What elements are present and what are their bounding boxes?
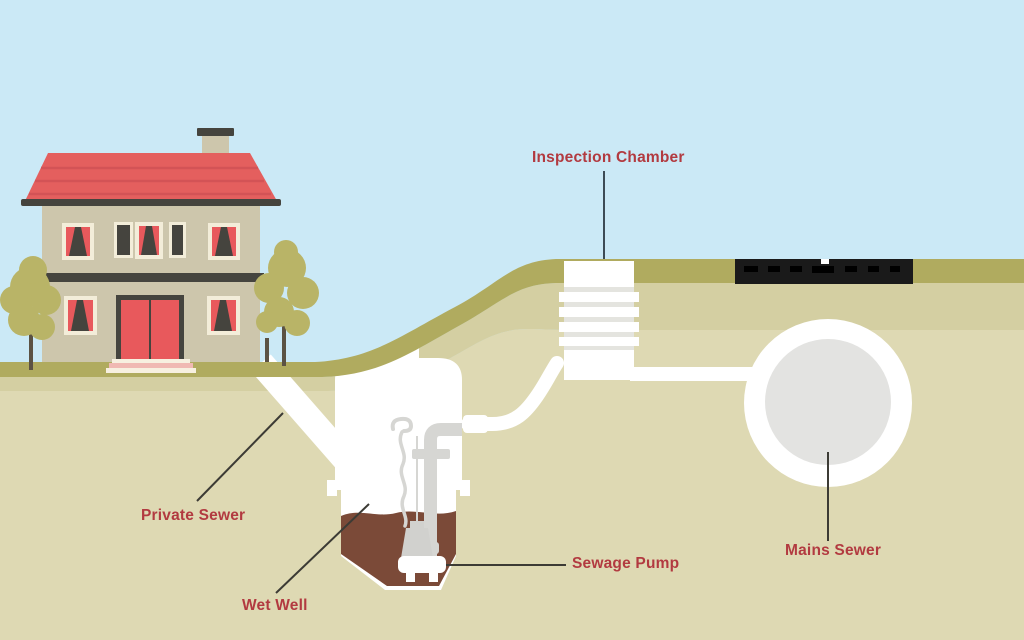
leader-private-sewer <box>196 412 284 502</box>
window <box>135 222 163 259</box>
tree-trunk <box>29 332 33 370</box>
ground-subsurface-band <box>0 283 1024 391</box>
wet-well-tank <box>327 345 470 590</box>
pump-motor-top <box>410 521 424 529</box>
rising-main-pipe <box>461 356 564 431</box>
tree-foliage <box>254 240 319 336</box>
label-sewage-pump: Sewage Pump <box>572 555 680 572</box>
floor-band <box>38 273 264 282</box>
chimney-cap <box>197 128 234 136</box>
window-narrow <box>114 222 133 258</box>
chamber-ribs <box>559 287 639 350</box>
curtain <box>71 300 89 331</box>
tree-trunk <box>265 338 269 362</box>
inspection-chamber-structure <box>559 261 639 380</box>
sewage-pump-assembly <box>390 415 488 582</box>
pump-foot-right <box>429 573 438 582</box>
label-mains-sewer: Mains Sewer <box>785 542 882 559</box>
mains-sewer-pipe <box>744 319 912 487</box>
pipe-flange <box>412 449 450 459</box>
window <box>64 296 97 335</box>
pipe-coupling <box>463 415 488 433</box>
door-steps <box>106 359 196 373</box>
window-narrow <box>169 222 186 258</box>
house-illustration <box>21 128 281 373</box>
tree-trunk <box>282 320 286 366</box>
curtain <box>215 227 233 256</box>
chamber-to-mains-pipe <box>630 367 762 381</box>
curtain <box>141 226 157 255</box>
pump-body <box>401 528 433 558</box>
pump-discharge-pipe <box>424 423 462 558</box>
grass-surface <box>0 259 1024 377</box>
leader-lines <box>196 171 829 594</box>
tree-right <box>254 240 319 366</box>
chimney <box>202 134 229 155</box>
curtain <box>69 227 87 256</box>
window <box>208 223 240 260</box>
curtain <box>214 300 232 331</box>
road-marking <box>821 259 829 264</box>
label-wet-well: Wet Well <box>242 597 308 614</box>
roof <box>21 153 281 206</box>
leader-wet-well <box>275 503 370 594</box>
road <box>735 259 913 284</box>
roof-eave <box>21 199 281 206</box>
mains-sewer-inner <box>765 339 891 465</box>
tree-foliage <box>0 256 61 340</box>
road-texture <box>744 266 900 273</box>
pump-foot-left <box>406 573 415 582</box>
label-inspection-chamber: Inspection Chamber <box>532 149 685 166</box>
tree-left <box>0 256 61 370</box>
window <box>207 296 240 335</box>
upper-windows <box>62 222 240 260</box>
front-door <box>116 295 184 360</box>
label-private-sewer: Private Sewer <box>141 507 246 524</box>
wet-well-flange-right <box>460 480 470 496</box>
pump-base <box>398 556 446 573</box>
lower-windows <box>64 296 240 335</box>
window <box>62 223 94 260</box>
pump-power-cable <box>398 430 408 528</box>
cable-hook <box>390 416 414 433</box>
wet-well-flange-left <box>327 480 337 496</box>
